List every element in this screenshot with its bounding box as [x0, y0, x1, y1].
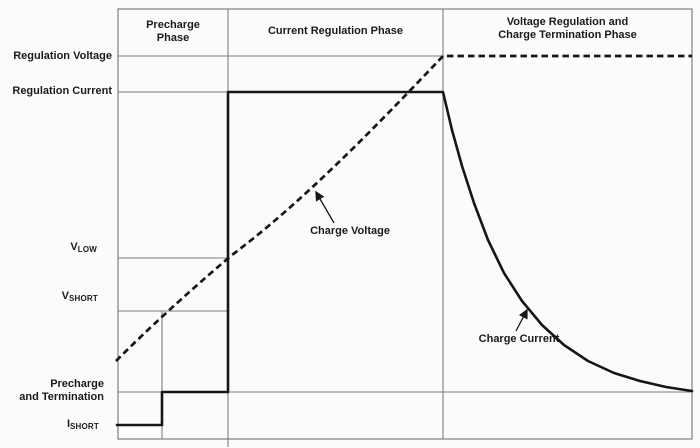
phase-header-precharge: Precharge Phase — [118, 19, 228, 45]
phase-header-voltage-regulation-line1: Voltage Regulation and — [506, 16, 629, 28]
charge-voltage-arrow — [315, 190, 335, 224]
v-short-label-base: V — [61, 290, 69, 302]
charge-current-arrow — [515, 308, 528, 332]
charge-current-curve — [115, 90, 694, 427]
phase-header-voltage-regulation: Voltage Regulation and Charge Terminatio… — [443, 16, 692, 42]
i-short-label: ISHORT — [0, 418, 99, 431]
v-low-label: VLOW — [0, 241, 97, 254]
v-low-label-subscript: LOW — [77, 245, 97, 254]
i-short-label-subscript: SHORT — [70, 422, 99, 431]
phase-header-current-regulation: Current Regulation Phase — [228, 25, 443, 38]
precharge-termination-label-line2: and Termination — [19, 391, 104, 403]
regulation-current-label: Regulation Current — [12, 85, 112, 97]
phase-header-precharge-line1: Precharge — [146, 19, 200, 31]
precharge-termination-label: Precharge and Termination — [0, 378, 104, 404]
charge-voltage-annotation: Charge Voltage — [310, 225, 390, 237]
charge-current-annotation: Charge Current — [478, 333, 560, 345]
plot-frame — [117, 8, 693, 440]
i-short-label-base: I — [66, 418, 70, 430]
phase-header-current-regulation-line1: Current Regulation Phase — [267, 25, 404, 37]
v-short-label-subscript: SHORT — [69, 294, 98, 303]
regulation-voltage-label: Regulation Voltage — [13, 50, 112, 62]
charge-voltage-curve — [115, 54, 692, 362]
v-short-label: VSHORT — [0, 290, 98, 303]
phase-header-precharge-line2: Phase — [156, 32, 190, 44]
precharge-termination-label-line1: Precharge — [50, 378, 104, 390]
phase-header-voltage-regulation-line2: Charge Termination Phase — [498, 29, 637, 41]
v-low-label-base: V — [70, 241, 78, 253]
